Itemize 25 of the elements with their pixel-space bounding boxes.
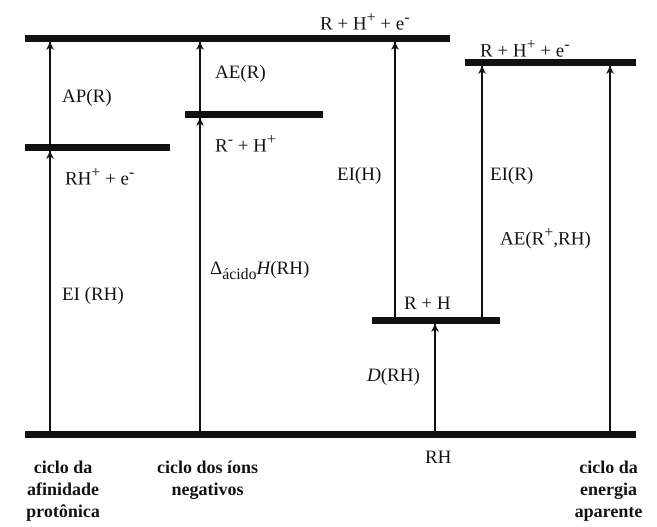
edge-label: EI (RH) bbox=[62, 284, 124, 306]
arrow bbox=[46, 42, 54, 144]
cycle-label: ciclo dos íons negativos bbox=[156, 456, 259, 500]
edge-label: EI(R) bbox=[490, 164, 534, 186]
level-label: RH bbox=[425, 447, 452, 469]
arrow bbox=[431, 324, 439, 431]
level-label: R$^{-}$ + H$^{+}$ bbox=[215, 130, 276, 158]
arrow bbox=[391, 42, 399, 317]
level-label: R + H bbox=[404, 293, 451, 315]
arrow bbox=[46, 151, 54, 431]
edge-label: Δ$_{ácido}$H(RH) bbox=[210, 258, 310, 285]
arrow bbox=[478, 66, 486, 317]
edge-label: EI(H) bbox=[337, 164, 382, 186]
edge-label: D(RH) bbox=[367, 365, 420, 387]
level-label: R + H$^{+}$ + e$^{-}$ bbox=[320, 8, 410, 36]
arrow bbox=[196, 42, 204, 111]
edge-label: AE(R) bbox=[215, 62, 266, 84]
level-label: RH$^{+}$ + e$^{-}$ bbox=[65, 163, 134, 190]
level-label: R + H$^{+}$ + e$^{-}$ bbox=[480, 35, 570, 62]
arrow bbox=[606, 66, 614, 431]
cycle-label: ciclo da afinidade protônica bbox=[25, 456, 101, 522]
edge-label: AP(R) bbox=[62, 86, 112, 108]
edge-label: AE(R$^{+}$,RH) bbox=[500, 223, 591, 250]
cycle-label: ciclo da energia aparente bbox=[574, 456, 644, 522]
arrow bbox=[196, 118, 204, 431]
